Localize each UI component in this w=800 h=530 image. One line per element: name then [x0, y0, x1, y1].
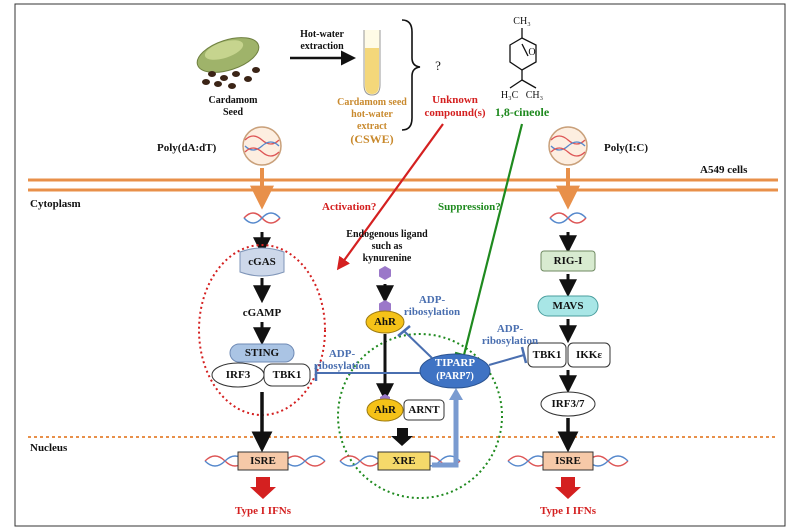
tbk1-right-node [527, 342, 567, 368]
left-isre-node [237, 451, 289, 471]
molecule-ch3-top: CH₃ [513, 16, 530, 27]
mid-arrow-3 [391, 428, 413, 446]
right-dna-strand-icon [549, 212, 587, 224]
adp-right-label-2: ribosylation [482, 335, 538, 347]
left-dna-ball-icon [242, 126, 282, 166]
endogenous-ligand-label-1: Endogenous ligand [346, 229, 428, 240]
rigi-label: RIG-I [554, 255, 583, 267]
sting-label: STING [245, 347, 280, 359]
right-dna-ball-icon [548, 126, 588, 166]
cgamp-label: cGAMP [243, 307, 282, 319]
extraction-label-1: Hot-water [300, 29, 344, 40]
ahr-nuclear-label: AhR [374, 404, 397, 416]
ahr-nuclear-node [366, 398, 404, 422]
right-isre-node [542, 451, 594, 471]
irf37-label: IRF3/7 [552, 398, 586, 410]
molecule-o: O [528, 47, 535, 58]
tbk1-right-label: TBK1 [533, 349, 562, 361]
adp-left-label-1: ADP- [329, 348, 356, 360]
tiparp-tbk1r-inhibit [488, 354, 525, 366]
arnt-node [403, 399, 445, 421]
ahr-label: AhR [374, 316, 397, 328]
cswe-label: (CSWE) [350, 132, 393, 146]
cell-line-label: A549 cells [700, 164, 748, 176]
irf3-label: IRF3 [226, 369, 251, 381]
left-output-arrow [250, 477, 276, 499]
seed-label-2: Seed [223, 107, 243, 118]
left-ligand-label: Poly(dA:dT) [157, 142, 217, 154]
left-output-label: Type I IFNs [235, 505, 292, 517]
right-ligand-label: Poly(I:C) [604, 142, 648, 154]
adp-center-label-1: ADP- [419, 294, 446, 306]
figure-frame [14, 3, 786, 527]
cgas-node [239, 247, 285, 277]
tiparp-ahr-inhibit [403, 330, 433, 359]
ahr-tiparp-zone [337, 333, 503, 499]
cardamom-seed-icon [196, 37, 260, 89]
irf37-node [540, 391, 596, 417]
parp7-label: (PARP7) [436, 371, 474, 382]
tbk1-left-label: TBK1 [273, 369, 302, 381]
adp-right-label-1: ADP- [497, 323, 524, 335]
cytoplasm-label: Cytoplasm [30, 198, 81, 210]
extract-label-1: Cardamom seed [337, 97, 407, 108]
tiparp-label: TIPARP [435, 357, 475, 369]
sting-node [229, 343, 295, 363]
tiparp-node [419, 353, 491, 389]
cineole-label: 1,8-cineole [495, 105, 550, 119]
adp-left-label-2: ribosylation [314, 360, 370, 372]
rigi-node [540, 250, 596, 272]
unknown-label-2: compound(s) [424, 107, 485, 119]
left-dna-strand-icon [243, 212, 281, 224]
ikke-node [567, 342, 611, 368]
right-isre-label: ISRE [555, 455, 581, 467]
ikke-label: IKKε [576, 349, 602, 361]
cineole-molecule-icon [509, 28, 537, 89]
unknown-label-1: Unknown [432, 94, 478, 106]
mavs-node [537, 295, 599, 317]
suppression-line [462, 123, 524, 356]
curly-brace [401, 19, 421, 131]
adp-center-label-2: ribosylation [404, 306, 460, 318]
right-output-arrow [555, 477, 581, 499]
cgas-label: cGAS [248, 256, 276, 268]
mavs-label: MAVS [553, 300, 584, 312]
left-isre-label: ISRE [250, 455, 276, 467]
arnt-label: ARNT [408, 404, 440, 416]
extract-label-3: extract [357, 121, 388, 132]
ahr-node [365, 310, 405, 334]
nucleus-label: Nucleus [30, 442, 68, 454]
molecule-ch3-bottom: H₃C CH₃ [501, 90, 543, 101]
ligand-bound-icon [379, 300, 391, 314]
tiparp-ahr-bar [397, 325, 411, 337]
test-tube-icon [363, 30, 381, 96]
tiparp-tbk1r-bar [520, 346, 528, 364]
xre-label: XRE [392, 455, 415, 467]
extract-label-2: hot-water [351, 109, 393, 120]
activation-arrow [336, 123, 444, 271]
xre-to-tiparp-arrow [432, 398, 459, 468]
question-mark: ? [435, 58, 441, 73]
tbk1-left-node [263, 363, 311, 387]
endogenous-ligand-label-2: such as [372, 241, 403, 252]
right-output-label: Type I IFNs [540, 505, 597, 517]
xre-to-tiparp-head [449, 388, 463, 400]
suppression-label: Suppression? [438, 201, 501, 213]
ligand-hexagon-icon [379, 266, 391, 280]
activation-label: Activation? [322, 201, 376, 213]
seed-label-1: Cardamom [209, 95, 259, 106]
endogenous-ligand-label-3: kynurenine [363, 253, 412, 264]
xre-node [377, 451, 431, 471]
extraction-label-2: extraction [300, 41, 344, 52]
